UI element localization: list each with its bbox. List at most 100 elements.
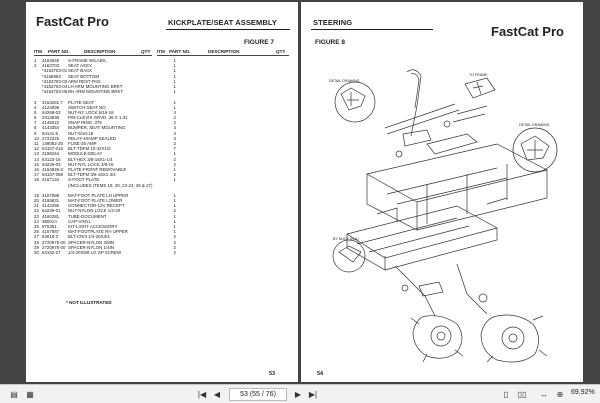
item-number: 21 (34, 203, 39, 209)
brand-title: FastCat Pro (491, 24, 564, 39)
part-description: S-FOOT PLATE (68, 177, 100, 183)
previous-page-icon[interactable]: ◀ (213, 390, 221, 399)
part-quantity: 1 (173, 166, 176, 172)
part-description: SEAT BACK (68, 68, 93, 74)
part-description: BUMPER, SEAT MOUNTING (68, 125, 126, 131)
item-number: 28 (34, 239, 39, 245)
part-quantity: 1 (173, 224, 176, 229)
part-description: SEAT BOTTOM (68, 73, 99, 79)
thumbnail-icon[interactable]: ▦ (26, 390, 34, 399)
part-description: NUT-NY LOCK 5/16-18 (68, 109, 114, 115)
header-rule (34, 55, 152, 56)
part-number: 38001A (42, 218, 58, 224)
part-description: PLATE-SEAT (68, 99, 95, 105)
item-number: 13 (34, 151, 39, 157)
part-number: *4163703-05 (42, 89, 68, 95)
part-number: 149082-20 (42, 141, 63, 146)
transaxle-right (480, 314, 539, 363)
part-number: 3313836 (42, 115, 60, 121)
part-description: SEAT ASSY, (68, 63, 93, 69)
col-description: DESCRIPTION (84, 49, 116, 54)
page-number-field[interactable]: 53 (55 / 76) (229, 388, 287, 401)
part-description: MAT-FOOTPLATE RH UPPER (68, 229, 128, 235)
part-quantity: 1 (173, 229, 176, 235)
part-description: TUBE-DOCUMENT (68, 213, 107, 219)
part-quantity: 1 (173, 63, 176, 69)
steering-assembly-diagram: DETAIL DRAWING TO FRAME DETAIL DRAWING B… (329, 69, 558, 363)
title-rule (311, 29, 433, 30)
item-number: 4 (34, 104, 37, 110)
part-quantity: 1 (173, 68, 176, 74)
last-page-icon[interactable]: ▶| (308, 390, 318, 399)
fit-width-icon[interactable]: ↔ (540, 390, 548, 399)
header-rule-2 (157, 55, 289, 56)
part-quantity: 1 (173, 218, 176, 224)
detail-circle-1 (334, 81, 376, 123)
first-page-icon[interactable]: |◀ (197, 390, 207, 399)
item-number: 5 (34, 109, 37, 115)
part-description: LH ARM MOUNTING BRKT (68, 83, 123, 89)
part-quantity: 1 (173, 177, 176, 183)
part-number: 64229-03 (42, 161, 61, 167)
page-54: STEERING FastCat Pro FIGURE 8 (301, 2, 583, 382)
zoom-level[interactable]: 69.92% (571, 389, 595, 396)
part-quantity: 4 (173, 125, 176, 131)
part-description: NUT-5/16-18 (68, 130, 94, 136)
part-number: 4163703 (42, 63, 60, 69)
sidebar-toggle-icon[interactable]: ▤ (10, 390, 18, 399)
page-number: 53 (269, 371, 276, 377)
item-number: 3 (34, 99, 37, 105)
part-number: 4146022 (42, 120, 60, 126)
part-description: 1/4-20X5/8 LG SP SCREW (68, 249, 122, 255)
detail-circle-2 (512, 127, 558, 173)
part-number: 2198154 (42, 151, 60, 157)
part-number: 2720975-00 (42, 239, 66, 245)
part-number: 2722325 (42, 135, 60, 141)
part-number: 970351 (42, 224, 57, 229)
part-number: 64268-02 (42, 109, 61, 115)
part-description: NUT-NYLON LOCK 1/4-20 (68, 208, 121, 214)
item-number: 19 (34, 192, 39, 198)
item-number: 11 (34, 141, 39, 146)
item-number: 26 (34, 229, 39, 235)
zoom-menu-icon[interactable]: ⊕ (556, 390, 564, 399)
transaxle-left (412, 315, 463, 359)
part-quantity: 3 (173, 135, 176, 141)
col-itm-2: ITM (157, 49, 165, 54)
part-description: S-FRAME W/LABS, (68, 58, 107, 63)
item-number: 2 (34, 63, 37, 69)
part-quantity: 2 (173, 208, 176, 214)
page-number: 54 (317, 371, 324, 377)
part-quantity: 1 (173, 213, 176, 219)
part-description: CAP-VINYL (68, 218, 92, 224)
part-number: 4160281 (42, 213, 60, 219)
next-page-icon[interactable]: ▶ (294, 390, 302, 399)
document-viewport[interactable]: FastCat Pro KICKPLATE/SEAT ASSEMBLY FIGU… (0, 0, 600, 384)
section-title: KICKPLATE/SEAT ASSEMBLY (168, 18, 277, 27)
double-page-icon[interactable]: ▯▯ (517, 390, 527, 399)
part-quantity: 1 (173, 58, 176, 63)
col-description-2: DESCRIPTION (208, 49, 240, 54)
part-description: BLT-HEX 3/8-16X1-1/4 (68, 156, 113, 162)
item-number: 17 (34, 172, 39, 178)
part-description: PIN-CLEVIS GRVD .38 X 1.31 (68, 115, 128, 121)
item-number: 15 (34, 161, 39, 167)
part-quantity: 2 (173, 234, 176, 240)
single-page-icon[interactable]: ▯ (503, 390, 509, 399)
